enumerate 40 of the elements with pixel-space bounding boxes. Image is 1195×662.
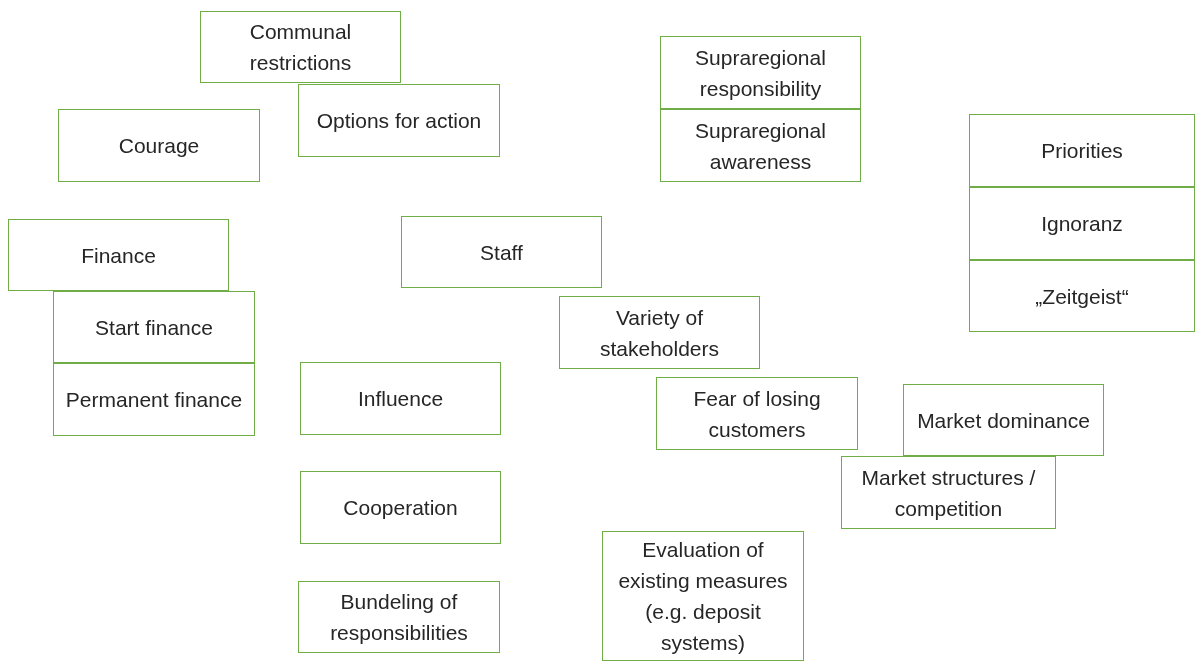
concept-box (969, 114, 1195, 187)
box-label: Market dominance (916, 407, 1091, 434)
concept-box (58, 109, 260, 182)
box-label: Cooperation (342, 495, 459, 521)
concept-box (559, 296, 760, 369)
concept-box (300, 362, 501, 435)
concept-box (903, 384, 1104, 456)
concept-box (401, 216, 602, 288)
concept-box (969, 260, 1195, 332)
concept-box (298, 581, 500, 653)
concept-box (8, 219, 229, 291)
box-label: Communal restrictions (248, 19, 353, 76)
box-label: Start finance (94, 314, 214, 341)
concept-box (53, 363, 255, 436)
box-label: Finance (80, 242, 157, 269)
box-label: Evaluation of existing measures (e.g. deposit systems) (617, 537, 789, 656)
box-label: Market structures / competition (860, 464, 1037, 522)
box-label: Supraregional awareness (694, 117, 827, 175)
concept-box (602, 531, 804, 661)
box-label: „Zeitgeist“ (1034, 283, 1130, 310)
concept-box (298, 84, 500, 157)
box-label: Supraregional responsibility (694, 44, 827, 102)
concept-box (841, 456, 1056, 529)
box-label: Permanent finance (64, 387, 244, 413)
box-label: Variety of stakeholders (598, 304, 721, 362)
box-label: Staff (479, 239, 524, 266)
box-label: Courage (117, 133, 201, 159)
concept-box (660, 36, 861, 109)
concept-box (969, 187, 1195, 260)
concept-box (300, 471, 501, 544)
concept-box (200, 11, 401, 83)
box-label: Ignoranz (1040, 211, 1124, 237)
concept-box (53, 291, 255, 363)
concept-box (660, 109, 861, 182)
box-label: Priorities (1040, 138, 1124, 164)
box-label: Options for action (315, 108, 483, 134)
box-label: Fear of losing customers (692, 385, 822, 443)
box-label: Influence (356, 386, 445, 412)
concept-box (656, 377, 858, 450)
box-label: Bundeling of responsibilities (329, 589, 469, 646)
